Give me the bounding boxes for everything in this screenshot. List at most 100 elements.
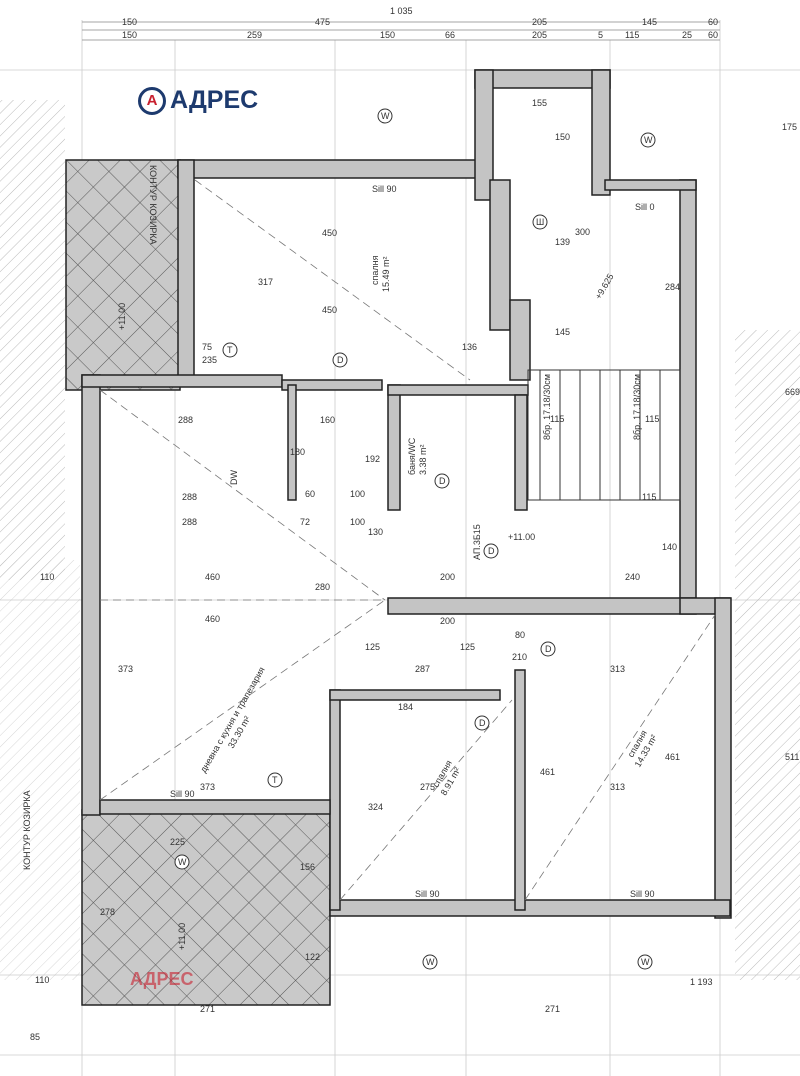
top-dimension-lines xyxy=(82,21,720,41)
svg-text:5: 5 xyxy=(598,30,603,40)
svg-text:475: 475 xyxy=(315,17,330,27)
svg-text:60: 60 xyxy=(708,17,718,27)
svg-text:210: 210 xyxy=(512,652,527,662)
svg-text:288: 288 xyxy=(182,517,197,527)
interior-dimensions: 450 450 317 136 75 235 288 288 288 160 1… xyxy=(30,98,800,1042)
door-symbol-icon: D xyxy=(434,473,450,489)
svg-text:450: 450 xyxy=(322,305,337,315)
svg-text:T: T xyxy=(272,775,278,785)
svg-text:D: D xyxy=(488,546,495,556)
door-symbol-icon: D xyxy=(483,543,499,559)
svg-text:192: 192 xyxy=(365,454,380,464)
svg-text:60: 60 xyxy=(305,489,315,499)
svg-text:баня/WC: баня/WC xyxy=(407,437,417,475)
logo-text: АДРЕС xyxy=(170,86,259,114)
svg-text:150: 150 xyxy=(555,132,570,142)
svg-text:460: 460 xyxy=(205,614,220,624)
svg-text:W: W xyxy=(641,957,650,967)
canopy-contour-label: КОНТУР КОЗИРКА xyxy=(148,165,158,245)
svg-text:275: 275 xyxy=(420,782,435,792)
canopy-contour-label-south: КОНТУР КОЗИРКА xyxy=(22,790,32,870)
svg-text:160: 160 xyxy=(320,415,335,425)
svg-text:278: 278 xyxy=(100,907,115,917)
svg-text:110: 110 xyxy=(35,975,49,985)
shaft-symbol-icon: Ш xyxy=(532,214,548,230)
svg-text:115: 115 xyxy=(645,414,659,424)
room-label-bedroom1: спалня 15.49 m² xyxy=(370,255,391,292)
brand-logo: A АДРЕС xyxy=(138,86,258,115)
window-symbol-icon: W xyxy=(640,132,656,148)
svg-text:1 193: 1 193 xyxy=(690,977,713,987)
svg-text:125: 125 xyxy=(365,642,380,652)
window-symbol-icon: W xyxy=(637,954,653,970)
door-symbol-icon: D xyxy=(332,352,348,368)
level-mark: +11.00 xyxy=(117,303,127,330)
svg-text:280: 280 xyxy=(315,582,330,592)
svg-text:Ш: Ш xyxy=(536,217,544,227)
sill-label: Sill 90 xyxy=(372,184,397,194)
svg-text:313: 313 xyxy=(610,782,625,792)
terrace-door-symbol-icon: T xyxy=(222,342,238,358)
level-mark: +11.00 xyxy=(508,532,535,542)
svg-text:3.38 m²: 3.38 m² xyxy=(418,444,428,475)
svg-text:100: 100 xyxy=(350,517,365,527)
svg-text:139: 139 xyxy=(555,237,570,247)
svg-text:205: 205 xyxy=(532,30,547,40)
svg-text:156: 156 xyxy=(300,862,315,872)
svg-text:122: 122 xyxy=(305,952,320,962)
watermark-logo: АДРЕС xyxy=(130,969,194,989)
svg-text:373: 373 xyxy=(118,664,133,674)
svg-text:271: 271 xyxy=(545,1004,560,1014)
svg-text:461: 461 xyxy=(665,752,680,762)
svg-text:125: 125 xyxy=(460,642,475,652)
svg-text:D: D xyxy=(545,644,552,654)
svg-text:W: W xyxy=(644,135,653,145)
svg-text:66: 66 xyxy=(445,30,455,40)
svg-text:288: 288 xyxy=(182,492,197,502)
svg-text:175: 175 xyxy=(782,122,797,132)
svg-text:511: 511 xyxy=(785,752,799,762)
svg-text:460: 460 xyxy=(205,572,220,582)
svg-text:спалня: спалня xyxy=(370,255,380,285)
svg-text:155: 155 xyxy=(532,98,547,108)
svg-text:85: 85 xyxy=(30,1032,40,1042)
svg-text:60: 60 xyxy=(708,30,718,40)
svg-text:W: W xyxy=(178,857,187,867)
svg-text:145: 145 xyxy=(555,327,570,337)
svg-text:15.49 m²: 15.49 m² xyxy=(381,256,391,292)
sill-label: Sill 90 xyxy=(415,889,440,899)
door-symbol-icon: D xyxy=(540,641,556,657)
svg-text:313: 313 xyxy=(610,664,625,674)
svg-text:225: 225 xyxy=(170,837,185,847)
svg-text:136: 136 xyxy=(462,342,477,352)
svg-text:D: D xyxy=(479,718,486,728)
svg-text:150: 150 xyxy=(122,17,137,27)
svg-text:72: 72 xyxy=(300,517,310,527)
dim-total: 1 035 xyxy=(390,6,413,16)
svg-text:259: 259 xyxy=(247,30,262,40)
svg-text:115: 115 xyxy=(550,414,564,424)
svg-text:184: 184 xyxy=(398,702,413,712)
svg-text:W: W xyxy=(381,111,390,121)
svg-text:240: 240 xyxy=(625,572,640,582)
svg-text:180: 180 xyxy=(290,447,305,457)
svg-text:D: D xyxy=(439,476,446,486)
level-mark-stair: +9.625 xyxy=(593,272,616,301)
svg-text:373: 373 xyxy=(200,782,215,792)
roof-hatching xyxy=(0,100,800,980)
svg-text:W: W xyxy=(426,957,435,967)
svg-text:288: 288 xyxy=(178,415,193,425)
svg-text:317: 317 xyxy=(258,277,273,287)
svg-text:200: 200 xyxy=(440,572,455,582)
svg-text:115: 115 xyxy=(625,30,639,40)
svg-text:D: D xyxy=(337,355,344,365)
svg-text:284: 284 xyxy=(665,282,680,292)
dim-row-1: 150 475 205 145 60 xyxy=(122,17,718,27)
svg-text:300: 300 xyxy=(575,227,590,237)
door-symbol-icon: D xyxy=(474,715,490,731)
dishwasher-label: DW xyxy=(229,470,239,485)
apartment-label: АП.3Б15 xyxy=(472,524,482,560)
balcony-north xyxy=(65,159,181,391)
svg-text:130: 130 xyxy=(368,527,383,537)
